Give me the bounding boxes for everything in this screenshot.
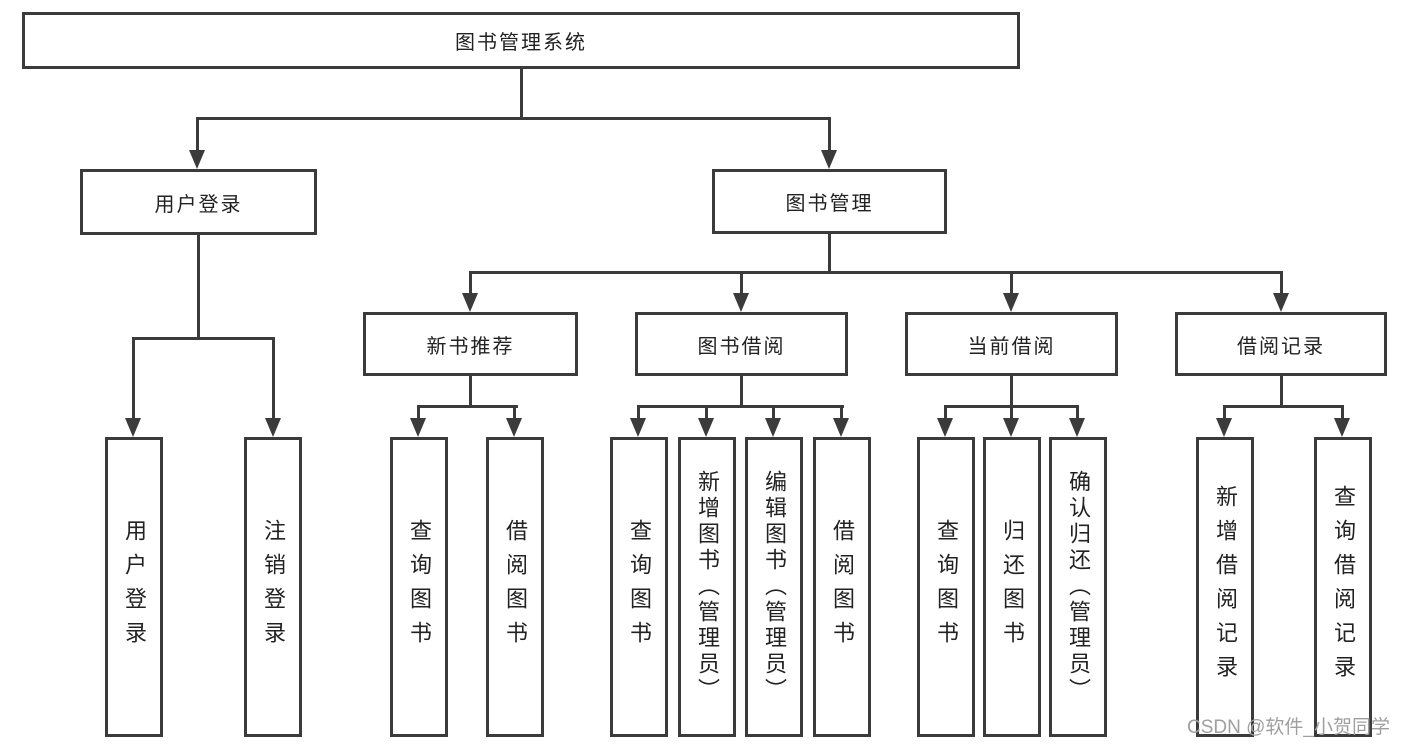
node-user-login-label: 用户登录 — [154, 193, 243, 216]
connector-line — [1010, 271, 1013, 294]
connector-line — [469, 271, 1283, 274]
connector-line — [1076, 405, 1079, 419]
connector-line — [272, 337, 275, 419]
arrow-down-icon — [189, 150, 205, 169]
arrow-down-icon — [506, 418, 522, 437]
arrow-down-icon — [125, 418, 141, 437]
arrow-down-icon — [1003, 418, 1019, 437]
connector-line — [740, 271, 743, 294]
arrow-down-icon — [630, 418, 646, 437]
node-root: 图书管理系统 — [22, 12, 1020, 69]
arrow-down-icon — [462, 293, 478, 312]
leaf-current-query-books: 查询图书 — [917, 437, 975, 737]
csdn-watermark: CSDN @软件_小贺同学 — [1187, 717, 1390, 738]
leaf-return-books-label: 归还图书 — [1000, 519, 1025, 655]
arrow-down-icon — [410, 418, 426, 437]
connector-line — [469, 376, 472, 408]
arrow-down-icon — [821, 150, 837, 169]
connector-line — [705, 405, 708, 419]
connector-line — [1341, 405, 1344, 419]
connector-line — [417, 405, 518, 408]
leaf-recommend-query-books: 查询图书 — [390, 437, 448, 737]
arrow-down-icon — [1069, 418, 1085, 437]
leaf-add-borrow-record: 新增借阅记录 — [1196, 437, 1254, 737]
leaf-recommend-borrow-books-label: 借阅图书 — [503, 519, 528, 655]
connector-line — [944, 405, 947, 419]
leaf-logout-label: 注销登录 — [261, 519, 286, 655]
leaf-user-login-label: 用户登录 — [122, 519, 147, 655]
leaf-confirm-return-admin-label: 确认归还（管理员） — [1066, 470, 1091, 704]
node-book-borrow: 图书借阅 — [635, 312, 848, 376]
node-book-management: 图书管理 — [712, 169, 947, 234]
leaf-add-borrow-record-label: 新增借阅记录 — [1213, 485, 1238, 689]
leaf-recommend-borrow-books: 借阅图书 — [486, 437, 544, 737]
leaf-recommend-query-books-label: 查询图书 — [407, 519, 432, 655]
connector-line — [469, 271, 472, 294]
connector-line — [1223, 405, 1226, 419]
leaf-query-borrow-record-label: 查询借阅记录 — [1331, 485, 1356, 689]
arrow-down-icon — [1273, 293, 1289, 312]
node-current-borrow: 当前借阅 — [905, 312, 1118, 376]
connector-line — [828, 234, 831, 274]
connector-line — [637, 405, 844, 408]
leaf-user-login: 用户登录 — [105, 437, 163, 737]
arrow-down-icon — [265, 418, 281, 437]
leaf-add-books-admin: 新增图书（管理员） — [678, 437, 736, 737]
arrow-down-icon — [765, 418, 781, 437]
connector-line — [637, 405, 640, 419]
connector-line — [520, 69, 523, 120]
connector-line — [132, 337, 135, 419]
arrow-down-icon — [698, 418, 714, 437]
connector-line — [1010, 405, 1013, 419]
leaf-return-books: 归还图书 — [983, 437, 1041, 737]
arrow-down-icon — [937, 418, 953, 437]
node-new-book-recommend-label: 新书推荐 — [426, 335, 515, 358]
connector-line — [840, 405, 843, 419]
arrow-down-icon — [1334, 418, 1350, 437]
leaf-add-books-admin-label: 新增图书（管理员） — [695, 470, 720, 704]
connector-line — [740, 376, 743, 408]
connector-line — [197, 117, 831, 120]
connector-line — [1280, 271, 1283, 294]
connector-line — [196, 117, 199, 151]
leaf-borrow-query-books-label: 查询图书 — [627, 519, 652, 655]
leaf-confirm-return-admin: 确认归还（管理员） — [1049, 437, 1107, 737]
node-new-book-recommend: 新书推荐 — [363, 312, 578, 376]
connector-line — [417, 405, 420, 419]
connector-line — [1010, 376, 1013, 408]
connector-line — [828, 117, 831, 151]
leaf-borrow-borrow-books: 借阅图书 — [813, 437, 871, 737]
leaf-logout: 注销登录 — [244, 437, 302, 737]
node-borrow-record-label: 借阅记录 — [1237, 335, 1325, 358]
node-user-login: 用户登录 — [80, 169, 317, 235]
node-current-borrow-label: 当前借阅 — [967, 335, 1056, 358]
connector-line — [513, 405, 516, 419]
node-book-borrow-label: 图书借阅 — [697, 335, 786, 358]
leaf-borrow-query-books: 查询图书 — [610, 437, 668, 737]
node-book-management-label: 图书管理 — [785, 193, 874, 215]
leaf-current-query-books-label: 查询图书 — [934, 519, 959, 655]
connector-line — [132, 337, 275, 340]
leaf-borrow-borrow-books-label: 借阅图书 — [830, 519, 855, 655]
connector-line — [1223, 405, 1344, 408]
node-root-label: 图书管理系统 — [455, 32, 587, 54]
arrow-down-icon — [1216, 418, 1232, 437]
node-borrow-record: 借阅记录 — [1175, 312, 1387, 376]
arrow-down-icon — [733, 293, 749, 312]
arrow-down-icon — [833, 418, 849, 437]
leaf-query-borrow-record: 查询借阅记录 — [1314, 437, 1372, 737]
connector-line — [772, 405, 775, 419]
leaf-edit-books-admin-label: 编辑图书（管理员） — [762, 470, 787, 704]
arrow-down-icon — [1003, 293, 1019, 312]
connector-line — [1280, 376, 1283, 408]
connector-line — [197, 235, 200, 340]
leaf-edit-books-admin: 编辑图书（管理员） — [745, 437, 803, 737]
